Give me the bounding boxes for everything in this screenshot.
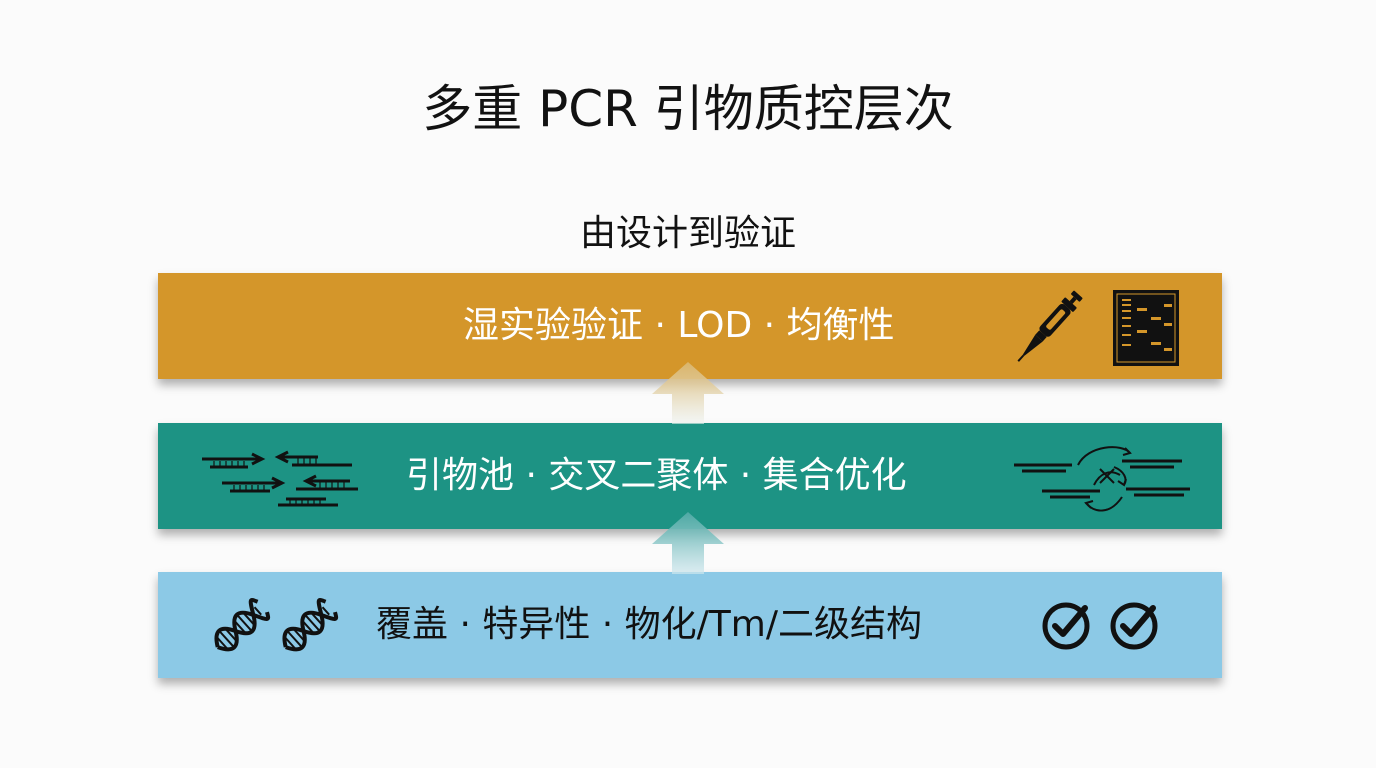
- page-subtitle: 由设计到验证: [579, 213, 796, 254]
- up-arrow-icon: [652, 362, 724, 424]
- tier-primer-pool: 引物池 · 交叉二聚体 · 集合优化: [158, 423, 1222, 529]
- check-circle-icon: [1110, 602, 1158, 650]
- gel-electrophoresis-icon: [1113, 290, 1179, 366]
- tier-label: 引物池 · 交叉二聚体 · 集合优化: [406, 455, 907, 496]
- primer-pool-icon: [202, 450, 358, 507]
- tier-design: 覆盖 · 特异性 · 物化/Tm/二级结构: [158, 572, 1222, 678]
- page-title: 多重 PCR 引物质控层次: [422, 80, 954, 138]
- tier-label: 湿实验验证 · LOD · 均衡性: [463, 305, 895, 346]
- tier-wet-lab-validation: 湿实验验证 · LOD · 均衡性: [158, 273, 1222, 379]
- check-circle-icon: [1042, 602, 1090, 650]
- dna-helix-icon: [282, 598, 339, 652]
- tier-label: 覆盖 · 特异性 · 物化/Tm/二级结构: [376, 604, 922, 645]
- dna-helix-icon: [214, 598, 271, 652]
- pipette-icon: [1017, 290, 1083, 362]
- cross-dimer-icon: [1014, 446, 1190, 512]
- up-arrow-icon: [652, 512, 724, 574]
